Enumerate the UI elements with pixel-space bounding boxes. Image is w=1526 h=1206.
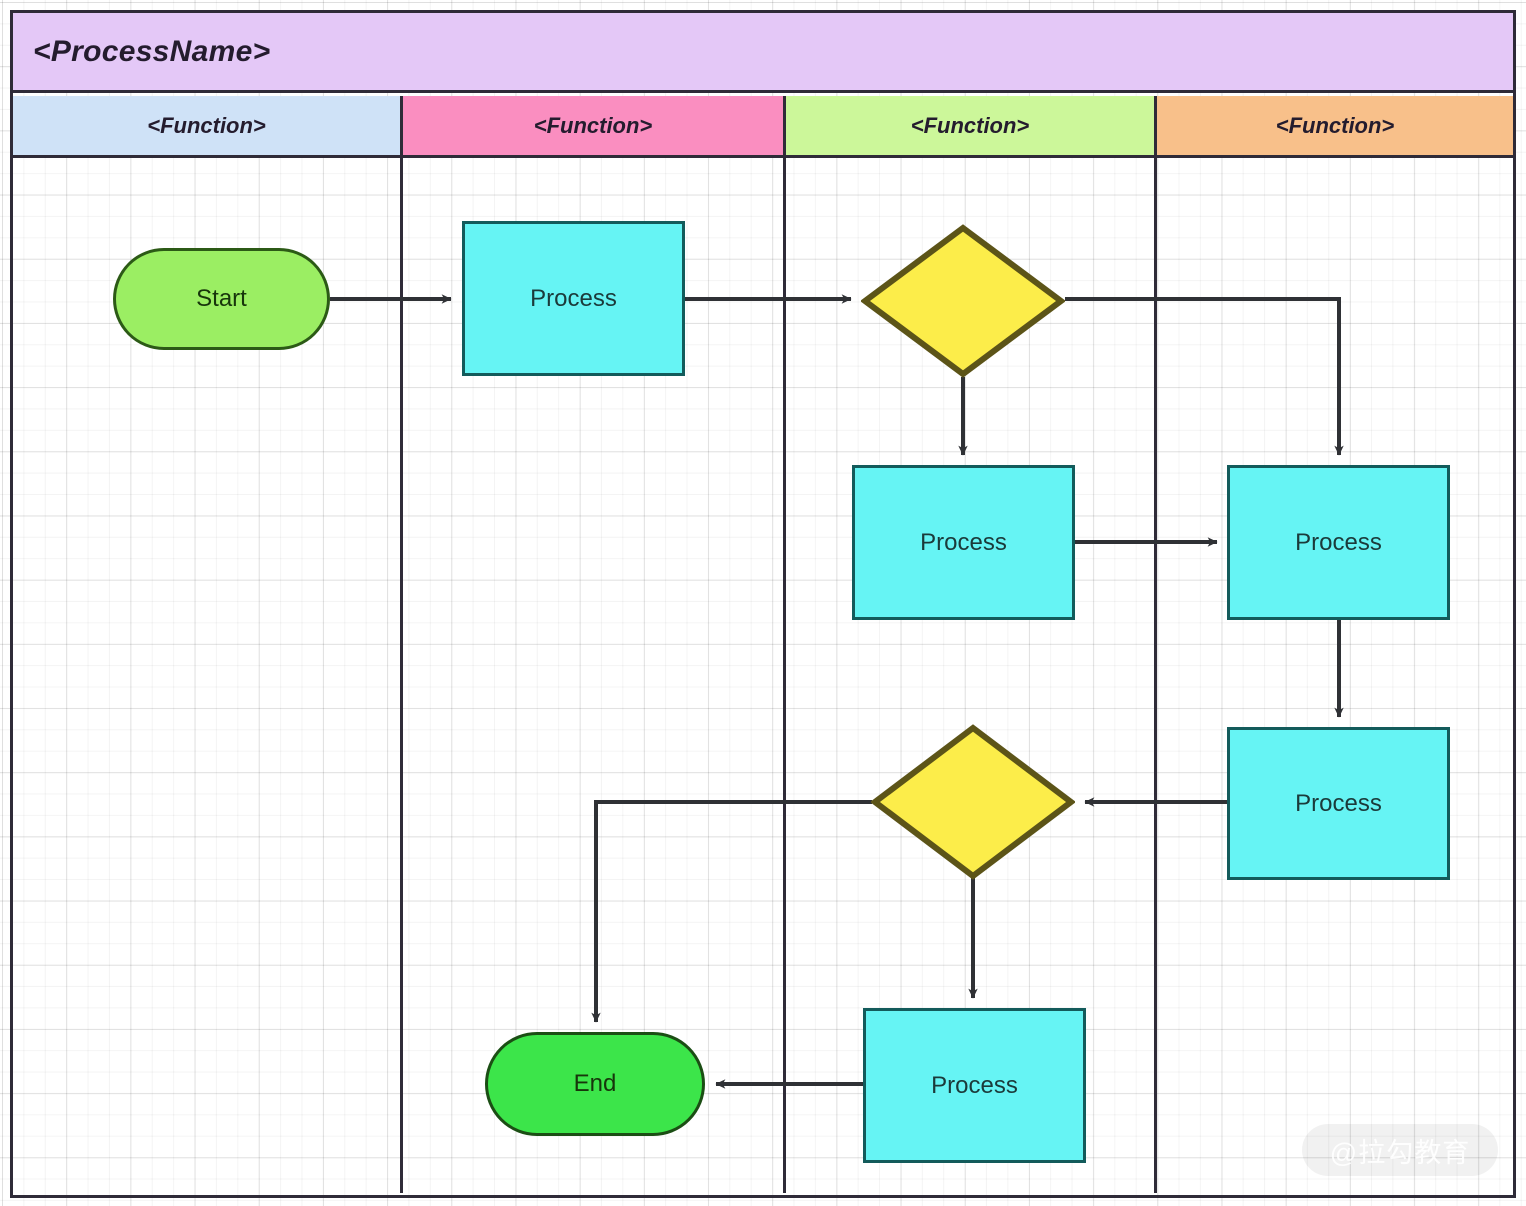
node-process-1[interactable]: Process <box>462 221 685 376</box>
watermark-label: @拉勾教育 <box>1329 1137 1471 1168</box>
lane-label: <Function> <box>910 112 1030 138</box>
node-label: Process <box>931 1071 1018 1099</box>
pool-frame <box>10 10 1516 1198</box>
lane-header-2[interactable]: <Function> <box>403 96 786 158</box>
node-process-2[interactable]: Process <box>852 465 1075 620</box>
node-start[interactable]: Start <box>113 248 330 350</box>
pool-title: <ProcessName> <box>13 13 1513 93</box>
lane-header-1[interactable]: <Function> <box>13 96 403 158</box>
node-label: Start <box>196 285 247 312</box>
node-label: Process <box>530 284 617 312</box>
lane-label: <Function> <box>1275 112 1395 138</box>
node-label: Process <box>920 528 1007 556</box>
process-name-label: <ProcessName> <box>33 34 271 68</box>
node-decision-1[interactable] <box>861 224 1065 378</box>
lane-divider-3 <box>1154 158 1157 1193</box>
lane-divider-1 <box>400 158 403 1193</box>
node-process-4[interactable]: Process <box>1227 727 1450 880</box>
lane-label: <Function> <box>533 112 653 138</box>
lane-divider-2 <box>783 158 786 1193</box>
node-process-5[interactable]: Process <box>863 1008 1086 1163</box>
lane-header-4[interactable]: <Function> <box>1157 96 1513 158</box>
diamond-shape <box>861 224 1065 378</box>
node-label: Process <box>1295 789 1382 817</box>
node-process-3[interactable]: Process <box>1227 465 1450 620</box>
watermark: @拉勾教育 <box>1302 1124 1498 1176</box>
node-decision-2[interactable] <box>871 724 1075 880</box>
lane-label: <Function> <box>147 112 266 138</box>
diamond-shape <box>871 724 1075 880</box>
node-end[interactable]: End <box>485 1032 705 1136</box>
lane-header-3[interactable]: <Function> <box>786 96 1157 158</box>
node-label: Process <box>1295 528 1382 556</box>
node-label: End <box>573 1070 617 1097</box>
